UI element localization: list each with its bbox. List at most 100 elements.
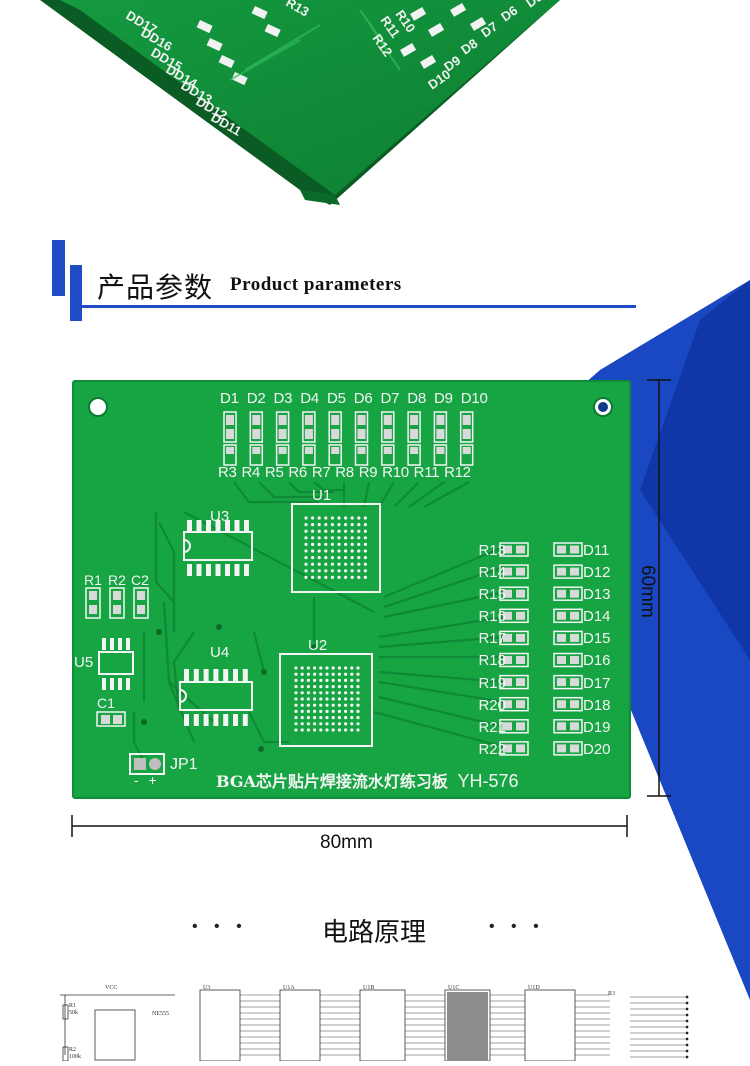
section2-dots-right: • • • (489, 918, 545, 935)
led-pad (553, 586, 583, 601)
resistor-label: R10 (382, 464, 409, 481)
bga-ball (300, 697, 304, 701)
resistor-label: R3 (218, 464, 237, 481)
bga-ball (306, 722, 310, 726)
schem-r2-value: 100k (69, 1054, 81, 1060)
resistor-label: R13 (478, 542, 506, 559)
led-pad (381, 411, 395, 443)
bga-ball (350, 529, 354, 533)
ic-pin (184, 669, 189, 681)
resistor-label: R21 (478, 718, 506, 736)
resistor-pad (499, 542, 529, 557)
bga-ball (313, 697, 317, 701)
bga-ball (294, 728, 298, 732)
bga-ball (337, 542, 341, 546)
led-label: D19 (583, 718, 611, 736)
bga-ball (324, 516, 328, 520)
bga-ball (311, 523, 315, 527)
led-pad (553, 564, 583, 579)
ic-pin (126, 638, 130, 650)
led-label: D8 (407, 390, 427, 407)
led-label: D17 (583, 674, 611, 692)
bga-ball (317, 556, 321, 560)
bga-ball (313, 691, 317, 695)
led-pad (553, 674, 583, 690)
bga-ball (356, 666, 360, 670)
bga-ball (294, 685, 298, 689)
pad (278, 415, 287, 425)
bga-ball (344, 516, 348, 520)
u2-label: U2 (308, 637, 328, 654)
bga-ball (357, 569, 361, 573)
bga-ball (337, 666, 341, 670)
resistor-label: R4 (241, 464, 261, 481)
bga-ball (357, 556, 361, 560)
ic-pin (102, 678, 106, 690)
resistor-pad (433, 444, 448, 466)
bga-ball (304, 556, 308, 560)
bga-ball (330, 556, 334, 560)
ic-pin (215, 564, 221, 576)
bga-ball (337, 516, 341, 520)
ic-pin (184, 714, 189, 726)
jp1-label: JP1 (170, 756, 198, 773)
pad (570, 678, 579, 687)
pad (516, 545, 525, 554)
schem-ne555: NE555 (152, 1011, 169, 1017)
ic-pin (110, 638, 114, 650)
bga-ball (317, 562, 321, 566)
bga-ball (350, 523, 354, 527)
bga-ball (357, 542, 361, 546)
bga-ball (300, 716, 304, 720)
bga-ball (350, 716, 354, 720)
bga-ball (363, 516, 367, 520)
resistor-pad (499, 630, 529, 646)
u4-label: U4 (210, 644, 230, 661)
bga-ball (344, 685, 348, 689)
pad (503, 678, 512, 687)
bga-ball (325, 716, 329, 720)
bga-ball (319, 691, 323, 695)
ic-pin (225, 520, 230, 532)
bga-ball (325, 697, 329, 701)
bga-ball (325, 672, 329, 676)
led-pad (275, 411, 290, 443)
bga-ball (356, 672, 360, 676)
schem-r2: R2 (69, 1047, 76, 1053)
bga-ball (319, 678, 323, 682)
ic-pin (244, 520, 249, 532)
resistor-pad (223, 444, 237, 466)
schem-u1c: U1C (448, 985, 459, 991)
pad (410, 429, 419, 439)
c2-label: C2 (131, 572, 149, 588)
bga-ball (311, 542, 315, 546)
ic-pin (223, 714, 229, 726)
bga-ball (344, 716, 348, 720)
pad (557, 567, 566, 576)
led-pad (249, 411, 264, 443)
pad (570, 567, 579, 576)
bga-ball (363, 556, 367, 560)
led-label: D9 (434, 390, 453, 407)
pad (331, 415, 340, 425)
pad (89, 605, 97, 614)
resistor-pad (275, 444, 290, 466)
ic-pin (233, 669, 238, 681)
bga-ball (311, 549, 315, 553)
bga-ball (356, 722, 360, 726)
junction-dot (685, 1049, 689, 1053)
ic-pin (225, 564, 230, 576)
resistor-pad (499, 586, 529, 601)
bga-ball (317, 516, 321, 520)
bga-ball (319, 666, 323, 670)
bga-ball (304, 516, 308, 520)
resistor-pad (381, 444, 395, 466)
bga-ball (337, 728, 341, 732)
bga-ball (350, 703, 354, 707)
bga-ball (304, 562, 308, 566)
bga-ball (300, 678, 304, 682)
led-pad (553, 741, 583, 756)
pad (357, 447, 366, 454)
bga-ball (350, 562, 354, 566)
ic-pin (110, 678, 114, 690)
